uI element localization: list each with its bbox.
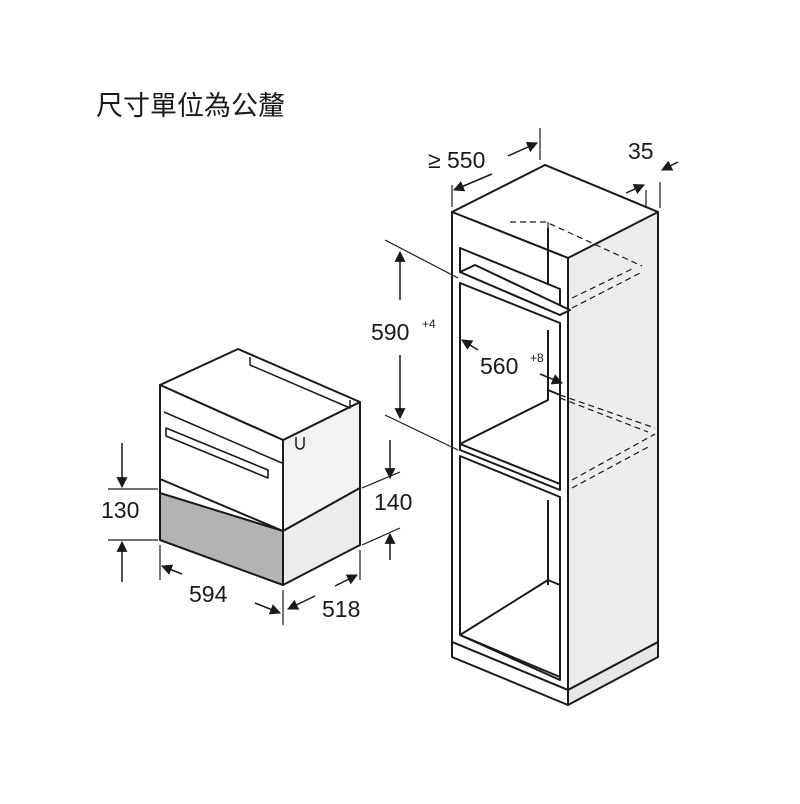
upper-shelf [459,264,571,316]
hidden-edges [510,221,656,489]
dim-niche-width: 560 +8 [461,339,564,385]
label-panel-thickness: 35 [628,138,654,164]
oven-door-line [163,411,283,464]
cabinet-plinth-side [567,641,659,706]
oven-and-drawer [159,348,361,586]
dim-panel-thickness: 35 [625,138,679,208]
oven-door-handle [165,427,269,479]
label-cabinet-depth: ≥ 550 [428,147,485,173]
units-note-title: 尺寸單位為公釐 [96,91,285,122]
label-drawer-width: 594 [189,581,228,607]
dim-cabinet-depth: ≥ 550 [428,128,541,207]
oven-back-flange [249,357,351,409]
lower-shelf [459,443,561,491]
lower-shelf-top [459,389,561,445]
dim-drawer-front-height: 130 [101,443,158,582]
bottom-floor [459,579,561,636]
oven-latch [295,437,305,450]
bottom-floor-front [459,634,561,678]
label-drawer-side-height: 140 [374,489,412,515]
dim-drawer-side-height: 140 [361,440,412,560]
dim-niche-height: 590 +4 [371,239,459,451]
label-drawer-depth: 518 [322,596,360,622]
drawer-front [159,492,284,586]
niche-lower-opening [459,455,561,681]
dim-drawer-width: 594 [159,545,284,625]
label-niche-width-tolerance: +8 [530,351,544,365]
label-niche-height-tolerance: +4 [422,317,436,331]
tall-cabinet [451,164,659,706]
label-drawer-front-height: 130 [101,497,139,523]
label-niche-height: 590 [371,319,409,345]
dim-drawer-depth: 518 [287,550,361,622]
label-niche-width: 560 [480,353,518,379]
